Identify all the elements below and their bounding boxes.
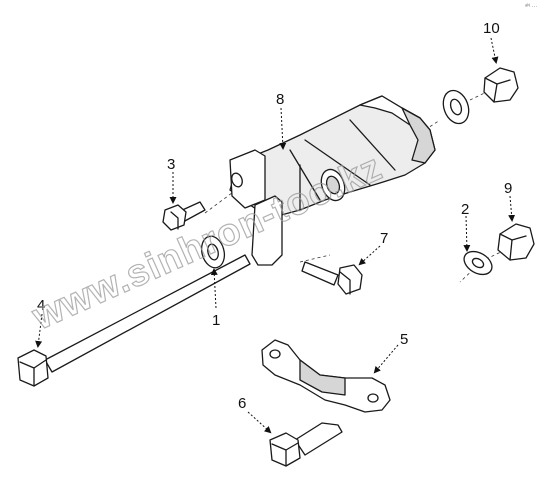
main-bracket <box>229 95 436 266</box>
callout-3: 3 <box>167 156 175 173</box>
bolt-6 <box>269 422 343 467</box>
callout-4: 4 <box>37 297 45 314</box>
leader-arrows <box>35 37 516 434</box>
bolt-long <box>17 254 251 387</box>
callout-6: 6 <box>238 395 246 412</box>
bolt-small <box>162 201 206 231</box>
corner-mark: ᵃᴺ ··· <box>525 3 537 10</box>
washer-2 <box>463 250 493 276</box>
callout-10: 10 <box>483 20 500 37</box>
nut-9 <box>497 223 535 261</box>
bolt-7 <box>301 261 363 295</box>
watermark: www.sinhron-too.kz <box>26 146 389 338</box>
nut-10 <box>483 67 519 103</box>
callout-5: 5 <box>400 331 408 348</box>
callout-8: 8 <box>276 91 284 108</box>
callout-2: 2 <box>461 201 469 218</box>
washer-1 <box>200 235 226 269</box>
callout-1: 1 <box>212 312 220 329</box>
washer-10 <box>442 89 470 125</box>
callout-9: 9 <box>504 180 512 197</box>
callout-7: 7 <box>380 230 388 247</box>
link-plate <box>261 339 391 413</box>
callouts: 10 8 3 9 2 7 1 4 5 6 <box>37 20 512 412</box>
